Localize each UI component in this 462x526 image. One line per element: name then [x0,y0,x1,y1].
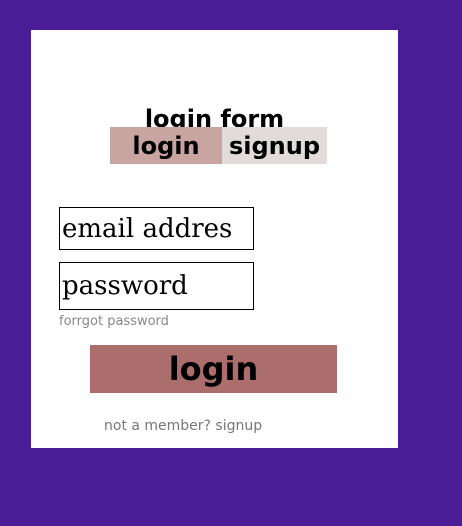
login-button[interactable]: login [90,345,337,393]
signup-link[interactable]: not a member? signup [104,418,263,434]
password-field[interactable] [59,262,254,310]
tab-signup[interactable]: signup [222,127,327,164]
tab-login[interactable]: login [110,127,222,164]
login-card: login form login signup forrgot password… [31,30,398,448]
email-field[interactable] [59,207,254,250]
tab-switcher: login signup [110,127,327,164]
forgot-password-link[interactable]: forrgot password [59,314,169,329]
